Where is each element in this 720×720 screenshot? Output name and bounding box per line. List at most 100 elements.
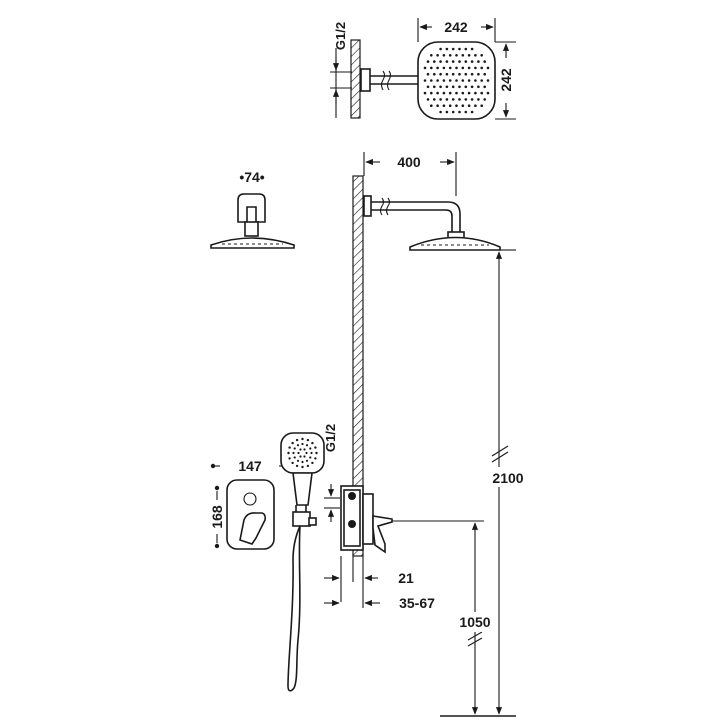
nozzle-dot (451, 98, 455, 101)
handshower-holder (292, 511, 311, 527)
nozzle-dot (455, 79, 458, 82)
top-view-shower-head: G1/2 242 242 (330, 18, 516, 120)
nozzle-dot (458, 60, 461, 63)
head-height-label: 242 (498, 68, 514, 92)
nozzle-dot (426, 85, 430, 89)
nozzle-dot (448, 91, 452, 95)
nozzle-dot (467, 91, 471, 95)
top-wall-section (350, 39, 361, 119)
nozzle-dot (451, 85, 455, 89)
nozzle-dot (426, 60, 430, 63)
handshower-nozzle-dot (293, 447, 296, 450)
nozzle-dot (442, 54, 446, 57)
nozzle-dot (423, 79, 427, 82)
nozzle-dot (474, 54, 477, 57)
handshower-nozzle-dot (295, 464, 299, 468)
side-view: 400 G1/2 21 35-67 2100 (323, 152, 527, 717)
handshower-nozzle-dot (309, 447, 312, 450)
nozzle-dot (442, 104, 446, 107)
handshower-nozzle-dot (293, 456, 296, 459)
nozzle-dot (436, 91, 439, 95)
nozzle-dot (464, 98, 468, 101)
wall-recess-label: 21 (398, 570, 414, 586)
handshower-nozzle-dot (305, 451, 308, 455)
handshower-nozzle-dot (297, 451, 300, 455)
nozzle-dot (480, 66, 484, 70)
nozzle-dot (470, 60, 474, 63)
nozzle-dot (439, 72, 442, 76)
nozzle-dot (426, 98, 430, 101)
nozzle-dot (483, 72, 487, 76)
handshower-nozzle-dot (301, 460, 304, 464)
nozzle-dot (486, 66, 490, 70)
handshower-nozzle-dot (299, 448, 302, 451)
nozzle-dot (445, 110, 449, 114)
nozzle-dot (442, 91, 446, 95)
nozzle-dot (486, 91, 490, 95)
nozzle-dot (433, 85, 436, 89)
handshower-nozzle-dot (288, 446, 291, 449)
recess-range-label: 35-67 (399, 595, 435, 611)
nozzle-dot (430, 91, 433, 95)
nozzle-dot (461, 79, 465, 82)
handshower-nozzle-dot (305, 459, 309, 462)
nozzle-dot (470, 98, 474, 101)
handshower-nozzle-dot (314, 457, 317, 460)
nozzle-dot (477, 72, 480, 76)
plate-height-label: 168 (209, 505, 225, 529)
handshower-width-label: 147 (238, 458, 262, 474)
nozzle-dot (458, 72, 461, 76)
nozzle-dot (464, 85, 468, 89)
nozzle-dot (461, 104, 465, 107)
nozzle-dot (436, 66, 439, 70)
nozzle-dot (448, 79, 452, 82)
handshower-nozzle-dot (291, 461, 294, 465)
nozzle-dot (433, 98, 436, 101)
handshower-nozzle-dot (306, 464, 310, 468)
nozzle-dot (470, 47, 474, 51)
handshower-nozzle-dot (314, 446, 317, 449)
handshower-nozzles (287, 437, 318, 469)
nozzle-dot (458, 47, 461, 51)
handshower-nozzle-dot (301, 437, 304, 441)
nozzle-dot (455, 104, 458, 107)
top-shower-head-nozzles (423, 47, 490, 114)
handshower-nozzle-dot (295, 438, 299, 442)
nozzle-dot (458, 98, 461, 101)
nozzle-dot (467, 79, 471, 82)
nozzle-dot (430, 104, 433, 107)
handshower-nozzle-dot (292, 451, 295, 455)
nozzle-dot (477, 85, 480, 89)
nozzle-dot (480, 104, 484, 107)
nozzle-dot (464, 60, 468, 63)
nozzle-dot (448, 54, 452, 57)
nozzle-dot (483, 98, 487, 101)
handshower-nozzle-dot (305, 444, 309, 447)
nozzle-dot (445, 72, 449, 76)
nozzle-dot (445, 47, 449, 51)
handshower-nozzle-dot (291, 441, 294, 445)
handshower-nozzle-dot (301, 442, 304, 446)
nozzle-dot (483, 85, 487, 89)
valve-height-from-floor-label: 1050 (459, 614, 490, 630)
nozzle-dot (436, 79, 439, 82)
nozzle-dot (451, 47, 455, 51)
nozzle-dot (442, 66, 446, 70)
handshower-nozzle-dot (303, 455, 306, 458)
nozzle-dot (439, 110, 442, 114)
handshower-nozzle-dot (296, 459, 300, 462)
nozzle-dot (439, 47, 442, 51)
nozzle-dot (442, 79, 446, 82)
nozzle-dot (445, 60, 449, 63)
handshower-nozzle-dot (301, 465, 304, 469)
nozzle-dot (477, 60, 480, 63)
head-width-label: 242 (444, 19, 468, 35)
handshower-nozzle-dot (306, 438, 310, 442)
handshower-nozzle-dot (303, 448, 306, 451)
nozzle-dot (448, 66, 452, 70)
nozzle-dot (439, 98, 442, 101)
handshower-nozzle-dot (310, 451, 313, 455)
nozzle-dot (451, 60, 455, 63)
arm-projection-label: 400 (397, 154, 421, 170)
